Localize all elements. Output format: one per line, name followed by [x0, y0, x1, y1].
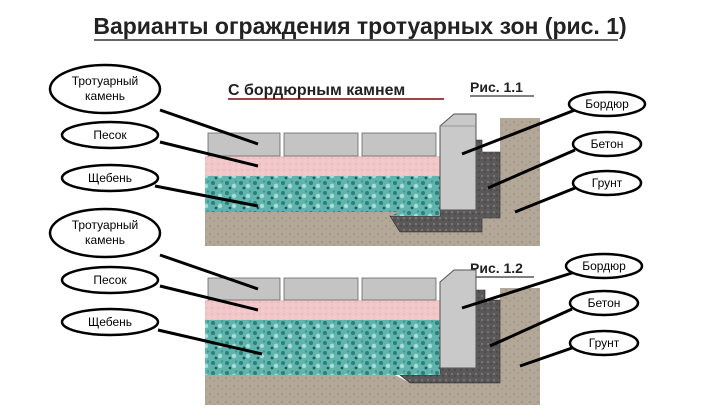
leader-line [154, 184, 259, 208]
callout-curb: Бордюр [564, 252, 644, 280]
callout-paving-stone: Тротуарный камень [48, 207, 162, 259]
leader-line [489, 307, 573, 348]
svg-text:Песок: Песок [93, 273, 127, 287]
curb-stone [439, 269, 477, 369]
sand-layer [205, 156, 440, 176]
svg-text:Бордюр: Бордюр [582, 259, 626, 273]
svg-text:камень: камень [85, 233, 125, 247]
paver-stone [283, 132, 359, 157]
leader-line [159, 140, 259, 168]
svg-text:Песок: Песок [93, 128, 127, 142]
leader-line [461, 108, 576, 156]
ground-layer [205, 118, 540, 246]
leader-line [461, 270, 576, 310]
svg-text:Щебень: Щебень [88, 171, 132, 185]
gravel-layer [205, 320, 440, 375]
callout-soil: Грунт [568, 329, 640, 357]
gravel-layer [205, 176, 440, 216]
callout-paving-stone: Тротуарный камень [48, 63, 162, 115]
callout-sand: Песок [60, 120, 160, 150]
figure-1-1-label: Рис. 1.1 [470, 79, 523, 95]
figure-1-1: С бордюрным камнем Рис. 1.1 Тротуарный [48, 63, 647, 246]
leader-line [159, 108, 259, 146]
svg-text:Тротуарный: Тротуарный [72, 218, 139, 232]
svg-text:Бетон: Бетон [591, 137, 624, 151]
leader-line [514, 186, 576, 214]
callout-sand: Песок [60, 265, 160, 295]
leader-line [159, 253, 259, 291]
paver-stone [207, 132, 281, 157]
svg-text:Бетон: Бетон [588, 296, 621, 310]
figure-1-2-label: Рис. 1.2 [470, 260, 523, 276]
svg-text:Щебень: Щебень [88, 315, 132, 329]
callout-curb: Бордюр [567, 90, 647, 118]
paver-stone [207, 277, 281, 301]
svg-text:Бордюр: Бордюр [585, 97, 629, 111]
leader-line [159, 284, 259, 312]
svg-text:Грунт: Грунт [592, 176, 623, 190]
sand-layer [205, 300, 440, 320]
callout-soil: Грунт [571, 169, 643, 197]
svg-text:камень: камень [85, 89, 125, 103]
callout-concrete: Бетон [571, 130, 643, 158]
callout-concrete: Бетон [568, 289, 640, 317]
svg-text:Грунт: Грунт [589, 336, 620, 350]
callout-gravel: Щебень [60, 307, 160, 337]
leader-line [487, 148, 576, 190]
leader-line [157, 328, 263, 356]
figure-1-2: Рис. 1.2 Тротуарный камень Пес [48, 207, 644, 405]
callout-gravel: Щебень [60, 163, 160, 193]
page-title: Варианты ограждения тротуарных зон (рис.… [93, 13, 626, 39]
svg-text:Тротуарный: Тротуарный [72, 74, 139, 88]
paver-stone [361, 132, 437, 157]
figure-1-1-subtitle: С бордюрным камнем [228, 82, 405, 99]
paver-stone [361, 277, 437, 301]
leader-line [519, 346, 573, 368]
paver-stone [283, 277, 359, 301]
ground-layer [205, 288, 540, 405]
curb-stone [439, 113, 477, 211]
